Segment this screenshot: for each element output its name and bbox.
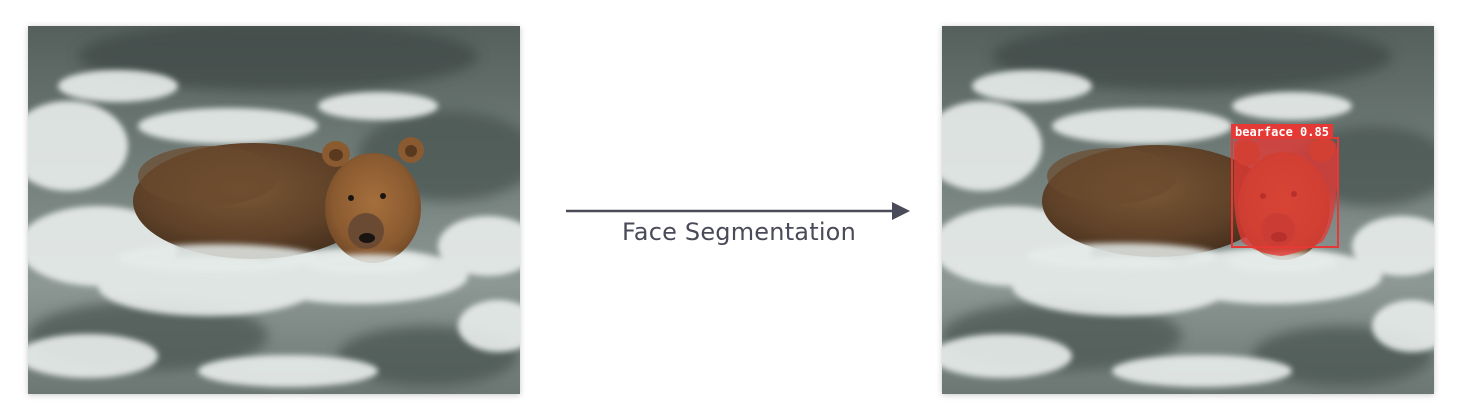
detection-label: bearface 0.85: [1235, 125, 1329, 139]
process-arrow: [566, 198, 912, 224]
input-image: [28, 26, 520, 394]
detection-label-bg: [1231, 124, 1333, 139]
bear-photo-output: bearface 0.85: [942, 26, 1434, 394]
face-segmentation-mask: [1234, 135, 1338, 256]
step-caption: Face Segmentation: [622, 218, 856, 246]
bear-photo-input: [28, 26, 520, 394]
output-image: bearface 0.85: [942, 26, 1434, 394]
right-arrow-icon: [566, 202, 910, 220]
